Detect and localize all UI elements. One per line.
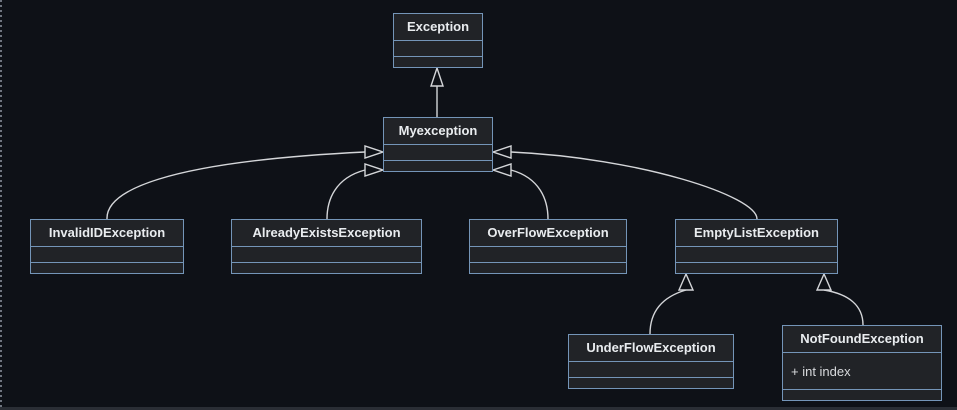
edge-invalidid-to-myexception[interactable] [106, 151, 366, 220]
class-attributes-compartment [384, 144, 492, 160]
class-box-myexception[interactable]: Myexception [383, 117, 493, 172]
edge-emptylist-to-myexception[interactable] [510, 151, 758, 220]
class-methods-compartment [676, 262, 837, 273]
class-box-overflowexception[interactable]: OverFlowException [469, 219, 627, 274]
class-methods-compartment [470, 262, 626, 273]
class-attributes-compartment [569, 361, 733, 377]
edge-underflow-to-emptylist[interactable] [649, 289, 687, 335]
class-attributes-compartment: + int index [783, 352, 941, 389]
class-title: NotFoundException [800, 331, 924, 346]
inheritance-arrowhead-myexception-right-upper [490, 145, 512, 159]
class-box-invalididexception[interactable]: InvalidIDException [30, 219, 184, 274]
class-title: Myexception [398, 123, 478, 138]
edge-overflow-to-myexception[interactable] [510, 169, 549, 220]
class-methods-compartment [31, 262, 183, 273]
edge-notfound-to-emptylist[interactable] [823, 289, 864, 326]
class-box-exception[interactable]: Exception [393, 13, 483, 68]
class-methods-compartment [569, 377, 733, 388]
inheritance-arrowhead-myexception-right-lower [490, 163, 512, 177]
edge-alreadyexists-to-myexception[interactable] [326, 169, 366, 220]
class-title: AlreadyExistsException [252, 225, 401, 240]
class-methods-compartment [394, 56, 482, 67]
class-title: UnderFlowException [586, 340, 716, 355]
inheritance-arrowhead-myexception-left-upper [364, 145, 386, 159]
inheritance-arrowhead-myexception-left-lower [364, 163, 386, 177]
class-title: OverFlowException [487, 225, 609, 240]
inheritance-arrowhead-exception [430, 65, 444, 87]
class-title: Exception [406, 19, 470, 34]
class-title: EmptyListException [694, 225, 819, 240]
inheritance-arrowhead-emptylist-left [677, 272, 695, 291]
class-attributes-compartment [232, 246, 421, 262]
class-field: + int index [791, 363, 851, 379]
class-attributes-compartment [31, 246, 183, 262]
class-attributes-compartment [394, 40, 482, 56]
class-methods-compartment [783, 389, 941, 400]
class-attributes-compartment [676, 246, 837, 262]
inheritance-arrowhead-emptylist-right [815, 272, 833, 291]
class-box-notfoundexception[interactable]: NotFoundException + int index [782, 325, 942, 401]
class-attributes-compartment [470, 246, 626, 262]
class-box-underflowexception[interactable]: UnderFlowException [568, 334, 734, 389]
class-box-alreadyexistsexception[interactable]: AlreadyExistsException [231, 219, 422, 274]
class-methods-compartment [232, 262, 421, 273]
class-title: InvalidIDException [48, 225, 166, 240]
class-methods-compartment [384, 160, 492, 171]
class-box-emptylistexception[interactable]: EmptyListException [675, 219, 838, 274]
window-bottom-edge [0, 407, 957, 410]
